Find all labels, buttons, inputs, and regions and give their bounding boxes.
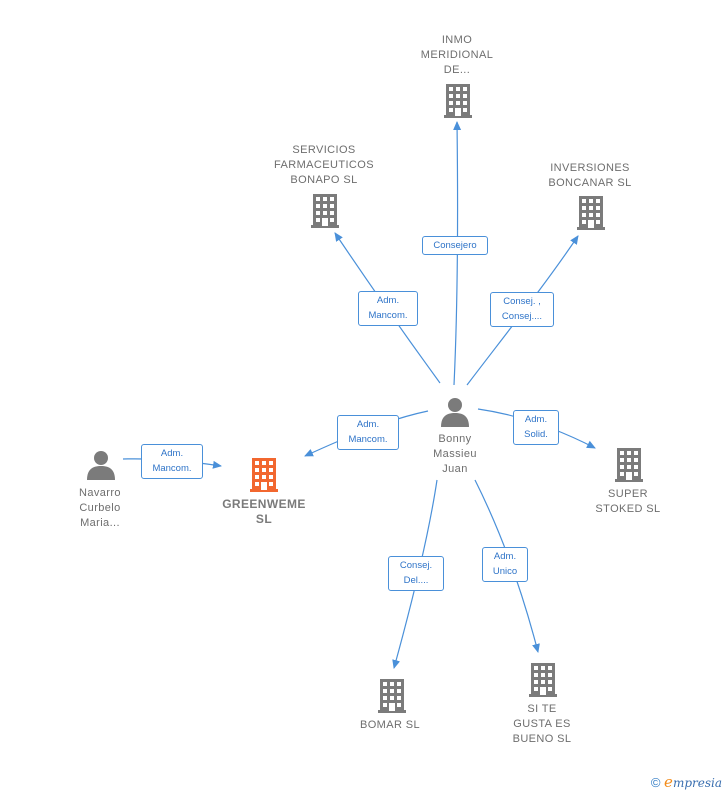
edge-label-adm-mancom-servicios: Adm. Mancom. — [358, 291, 418, 326]
brand-logo-initial: e — [664, 773, 673, 791]
brand-logo-text: mpresia — [672, 776, 722, 790]
brand-footer: © empresia — [651, 773, 722, 791]
node-label-super[interactable]: SUPER STOKED SL — [595, 488, 661, 515]
edge-label-adm-solid: Adm. Solid. — [513, 410, 559, 445]
building-icon[interactable] — [311, 194, 339, 228]
building-icon[interactable] — [529, 663, 557, 697]
node-label-bonny[interactable]: Bonny Massieu Juan — [433, 433, 477, 475]
node-label-navarro[interactable]: Navarro Curbelo Maria... — [79, 487, 121, 529]
person-icon[interactable] — [441, 398, 469, 427]
edge-label-adm-mancom-greenweme: Adm. Mancom. — [337, 415, 399, 450]
node-label-bomar[interactable]: BOMAR SL — [359, 719, 421, 731]
building-icon[interactable] — [378, 679, 406, 713]
edge-label-consej-del: Consej. Del.... — [388, 556, 444, 591]
node-label-servicios[interactable]: SERVICIOS FARMACEUTICOS BONAPO SL — [274, 144, 374, 186]
building-icon[interactable] — [577, 196, 605, 230]
person-icon[interactable] — [87, 451, 115, 480]
node-label-inmo[interactable]: INMO MERIDIONAL DE... — [420, 34, 494, 76]
node-label-greenweme[interactable]: GREENWEME SL — [222, 497, 306, 526]
node-label-inversiones[interactable]: INVERSIONES BONCANAR SL — [548, 162, 632, 189]
building-icon[interactable] — [250, 458, 278, 492]
building-icon[interactable] — [615, 448, 643, 482]
building-icon[interactable] — [444, 84, 472, 118]
edge-label-adm-unico: Adm. Unico — [482, 547, 528, 582]
edge-label-consejero: Consejero — [422, 236, 488, 255]
edge-label-adm-mancom-navarro: Adm. Mancom. — [141, 444, 203, 479]
edge-label-consej-inversiones: Consej. , Consej.... — [490, 292, 554, 327]
node-label-site[interactable]: SI TE GUSTA ES BUENO SL — [512, 703, 572, 745]
copyright-symbol: © — [650, 775, 661, 790]
